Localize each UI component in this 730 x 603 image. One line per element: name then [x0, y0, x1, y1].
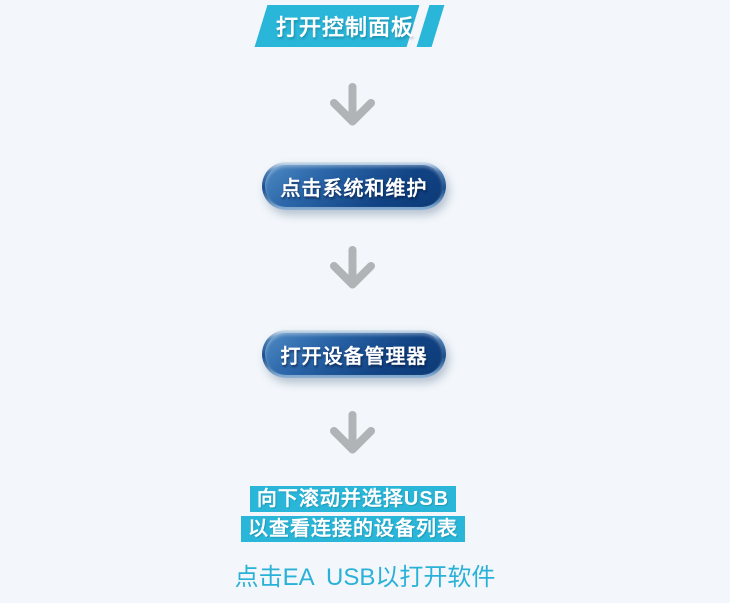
button-system-and-maintenance[interactable]: 点击系统和维护 — [262, 162, 446, 210]
step-usb-instructions: 向下滚动并选择USB 以查看连接的设备列表 — [0, 486, 706, 542]
highlight-line-2: 以查看连接的设备列表 — [241, 516, 465, 542]
banner-label: 打开控制面板 — [275, 15, 414, 40]
down-arrow-icon — [330, 83, 375, 126]
down-arrow-icon — [330, 411, 375, 454]
highlight-line-1: 向下滚动并选择USB — [249, 486, 457, 512]
button-label: 打开设备管理器 — [280, 345, 428, 368]
step-open-control-panel: 打开控制面板 — [0, 5, 730, 47]
button-label: 点击系统和维护 — [280, 177, 428, 200]
down-arrow-icon — [330, 246, 375, 289]
button-open-device-manager[interactable]: 打开设备管理器 — [262, 330, 446, 378]
footer-note: 点击EA USB以打开软件 — [234, 564, 496, 591]
